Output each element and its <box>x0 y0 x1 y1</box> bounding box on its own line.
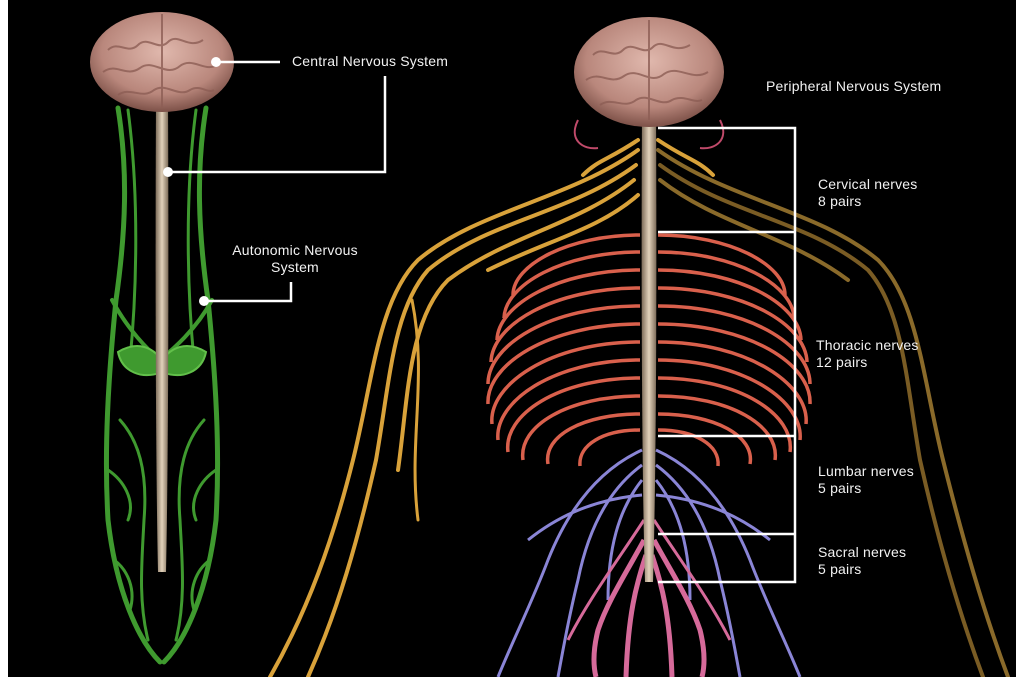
cervical-label: Cervical nerves <box>818 176 917 193</box>
lumbar-pairs: 5 pairs <box>818 480 914 497</box>
cervical-pairs: 8 pairs <box>818 193 917 210</box>
leader-dot <box>211 57 221 67</box>
sacral-label: Sacral nerves <box>818 544 906 561</box>
ans-label: Autonomic Nervous System <box>202 242 388 276</box>
thoracic-pairs: 12 pairs <box>816 354 919 371</box>
cns-label: Central Nervous System <box>292 53 448 70</box>
thoracic-label: Thoracic nerves <box>816 337 919 354</box>
leader-dot <box>163 167 173 177</box>
sacral-pairs: 5 pairs <box>818 561 906 578</box>
lumbar-label: Lumbar nerves <box>818 463 914 480</box>
sacral-label-group: Sacral nerves 5 pairs <box>818 544 906 578</box>
nervous-system-illustration: Central Nervous System Autonomic Nervous… <box>8 0 1016 677</box>
thoracic-label-group: Thoracic nerves 12 pairs <box>816 337 919 371</box>
lumbar-label-group: Lumbar nerves 5 pairs <box>818 463 914 497</box>
leader-dot <box>199 296 209 306</box>
cervical-nerves <box>270 140 1008 677</box>
left-figure <box>90 12 234 662</box>
pns-label: Peripheral Nervous System <box>766 78 941 95</box>
ans-label-text: Autonomic Nervous System <box>232 242 358 275</box>
cervical-label-group: Cervical nerves 8 pairs <box>818 176 917 210</box>
